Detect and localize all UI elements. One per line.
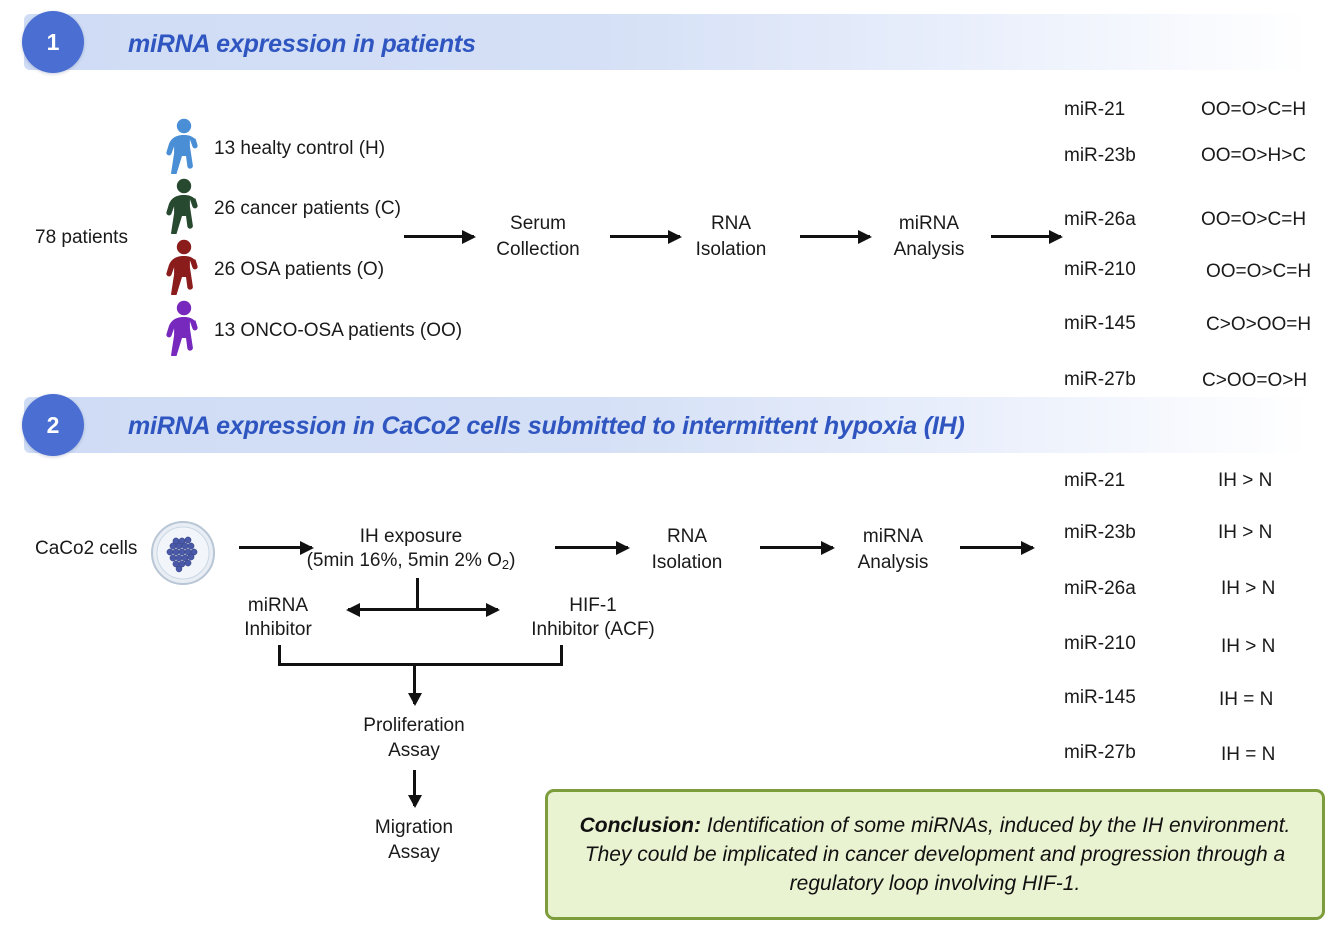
step-serum-collection-line1: Serum xyxy=(510,213,566,234)
result-mirna-2-4: miR-145 xyxy=(1064,687,1136,708)
ih-exposure-line2-close: ) xyxy=(509,550,516,571)
result-mirna-2-0: miR-21 xyxy=(1064,470,1126,491)
group-label-healthy-control: 13 healty control (H) xyxy=(214,138,386,159)
migration-assay-line2: Assay xyxy=(388,842,440,863)
step-mirna-analysis-2-line1: miRNA xyxy=(862,526,924,547)
migration-assay-line1: Migration xyxy=(374,817,454,838)
caco2-cells-label: CaCo2 cells xyxy=(35,538,138,559)
group-label-cancer-patients: 26 cancer patients (C) xyxy=(214,198,401,219)
result-value-2-3: IH > N xyxy=(1221,636,1276,657)
result-mirna-1-3: miR-210 xyxy=(1064,259,1136,280)
section-2-title: miRNA expression in CaCo2 cells submitte… xyxy=(128,412,965,440)
result-value-1-3: OO=O>C=H xyxy=(1206,261,1312,282)
cohort-total-label: 78 patients xyxy=(35,227,128,248)
step-rna-isolation-2-line2: Isolation xyxy=(651,552,723,573)
step-rna-isolation-2-line1: RNA xyxy=(666,526,708,547)
conclusion-label: Conclusion: xyxy=(579,814,701,837)
arrow-to-results-2 xyxy=(960,540,1035,555)
stem-ih-to-inhibitors xyxy=(416,578,419,610)
mirna-inhibitor-line1: miRNA xyxy=(247,595,309,616)
hif1-inhibitor-line1: HIF-1 xyxy=(569,595,617,616)
section-1-badge: 1 xyxy=(22,11,84,73)
hif1-inhibitor-line2: Inhibitor (ACF) xyxy=(531,619,655,640)
result-mirna-1-0: miR-21 xyxy=(1064,99,1126,120)
group-label-osa-patients: 26 OSA patients (O) xyxy=(214,259,385,280)
result-value-1-2: OO=O>C=H xyxy=(1201,209,1307,230)
conclusion-box: Conclusion: Identification of some miRNA… xyxy=(545,789,1325,920)
result-mirna-1-4: miR-145 xyxy=(1064,313,1136,334)
step-serum-collection-line2: Collection xyxy=(496,239,580,260)
result-mirna-2-2: miR-26a xyxy=(1064,578,1136,599)
bidirectional-inhibitor-arrow xyxy=(346,602,500,617)
result-value-1-1: OO=O>H>C xyxy=(1201,145,1307,166)
ih-exposure-line2-text: (5min 16%, 5min 2% O xyxy=(306,550,502,571)
arrow-to-serum-collection xyxy=(404,229,476,244)
arrow-to-mirna-analysis-1 xyxy=(800,229,872,244)
result-mirna-2-3: miR-210 xyxy=(1064,633,1136,654)
section-2-banner xyxy=(24,397,1309,453)
arrow-to-mirna-analysis-2 xyxy=(760,540,835,555)
step-rna-isolation-1-line2: Isolation xyxy=(695,239,767,260)
section-1-banner xyxy=(24,14,1309,70)
person-icon-healthy-control xyxy=(164,118,204,176)
person-icon-osa-patients xyxy=(164,239,204,297)
section-2-badge: 2 xyxy=(22,394,84,456)
result-mirna-2-5: miR-27b xyxy=(1064,742,1136,763)
result-value-1-0: OO=O>C=H xyxy=(1201,99,1307,120)
person-icon-onco-osa-patients xyxy=(164,300,204,358)
bracket-crossbar xyxy=(278,663,563,666)
result-value-2-0: IH > N xyxy=(1218,470,1273,491)
ih-exposure-line2: (5min 16%, 5min 2% O2) xyxy=(307,549,516,576)
step-mirna-analysis-2-line2: Analysis xyxy=(857,552,929,573)
step-mirna-analysis-1-line2: Analysis xyxy=(893,239,965,260)
oxygen-subscript: 2 xyxy=(501,556,510,572)
mirna-inhibitor-line2: Inhibitor xyxy=(244,619,312,640)
arrow-to-migration-assay xyxy=(407,770,422,808)
result-mirna-1-1: miR-23b xyxy=(1064,145,1136,166)
section-1-title: miRNA expression in patients xyxy=(128,30,476,58)
conclusion-text: Conclusion: Identification of some miRNA… xyxy=(566,811,1304,898)
result-value-2-5: IH = N xyxy=(1221,744,1276,765)
person-icon-cancer-patients xyxy=(164,178,204,236)
result-mirna-1-2: miR-26a xyxy=(1064,209,1136,230)
ih-exposure-line1: IH exposure xyxy=(359,526,463,547)
bracket-right-stem xyxy=(560,645,563,665)
result-value-1-4: C>O>OO=H xyxy=(1206,314,1312,335)
result-value-2-1: IH > N xyxy=(1218,522,1273,543)
arrow-to-proliferation-assay xyxy=(407,664,422,706)
result-mirna-2-1: miR-23b xyxy=(1064,522,1136,543)
arrow-to-results-1 xyxy=(991,229,1063,244)
proliferation-assay-line2: Assay xyxy=(388,740,440,761)
result-value-2-4: IH = N xyxy=(1219,689,1274,710)
step-rna-isolation-1-line1: RNA xyxy=(710,213,752,234)
arrow-to-rna-isolation-2 xyxy=(555,540,630,555)
arrow-to-ih-exposure xyxy=(239,540,314,555)
result-value-2-2: IH > N xyxy=(1221,578,1276,599)
result-value-1-5: C>OO=O>H xyxy=(1202,370,1308,391)
step-mirna-analysis-1-line1: miRNA xyxy=(898,213,960,234)
arrow-to-rna-isolation-1 xyxy=(610,229,682,244)
conclusion-body: Identification of some miRNAs, induced b… xyxy=(584,814,1291,895)
bracket-left-stem xyxy=(278,645,281,665)
proliferation-assay-line1: Proliferation xyxy=(363,715,465,736)
result-mirna-1-5: miR-27b xyxy=(1064,369,1136,390)
group-label-onco-osa-patients: 13 ONCO-OSA patients (OO) xyxy=(214,320,463,341)
petri-dish-icon xyxy=(148,518,218,593)
